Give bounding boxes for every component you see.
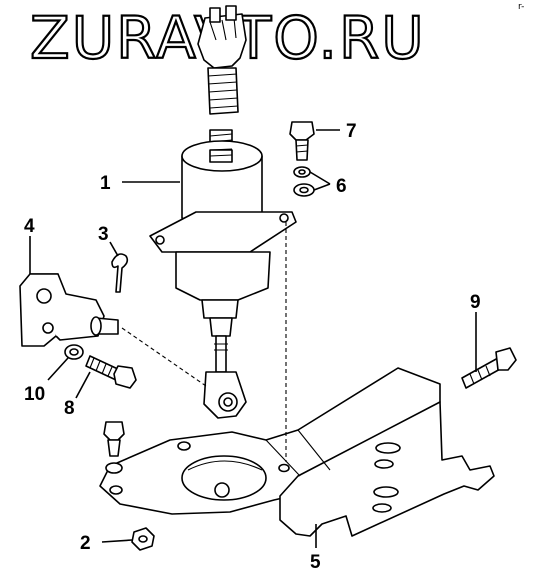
callout-label-10: 10 xyxy=(24,384,45,405)
corner-mark: r- xyxy=(518,2,524,12)
washers-part-6 xyxy=(293,166,315,197)
callout-label-5: 5 xyxy=(310,552,321,573)
callout-6: 6 xyxy=(309,171,347,197)
plate-bolt xyxy=(103,421,125,474)
callout-label-4: 4 xyxy=(24,216,35,237)
cotter-pin-part-3 xyxy=(111,253,129,293)
bolt-part-7 xyxy=(289,121,315,161)
callout-label-8: 8 xyxy=(64,398,75,419)
assembly-line-pin-clevis xyxy=(121,327,207,387)
washer-part-10 xyxy=(64,344,84,360)
callout-2: 2 xyxy=(80,533,133,554)
callout-label-7: 7 xyxy=(346,121,357,142)
callout-label-6: 6 xyxy=(336,176,347,197)
callout-3: 3 xyxy=(98,224,119,257)
solenoid-part-1 xyxy=(149,5,297,419)
callout-label-2: 2 xyxy=(80,533,91,554)
lever-bracket-part-4 xyxy=(19,273,119,347)
bolt-part-9 xyxy=(461,347,517,389)
callout-5: 5 xyxy=(310,524,321,573)
callout-8: 8 xyxy=(64,371,91,419)
callout-4: 4 xyxy=(24,216,35,274)
callout-label-3: 3 xyxy=(98,224,109,245)
callout-10: 10 xyxy=(24,357,69,405)
callout-label-9: 9 xyxy=(470,292,481,313)
mounting-plate-part-5 xyxy=(99,367,495,537)
callout-7: 7 xyxy=(316,121,357,142)
callout-label-1: 1 xyxy=(100,173,111,194)
callout-9: 9 xyxy=(470,292,481,372)
callout-1: 1 xyxy=(100,173,180,194)
nut-part-2 xyxy=(131,527,155,551)
bolt-part-8 xyxy=(85,355,137,389)
